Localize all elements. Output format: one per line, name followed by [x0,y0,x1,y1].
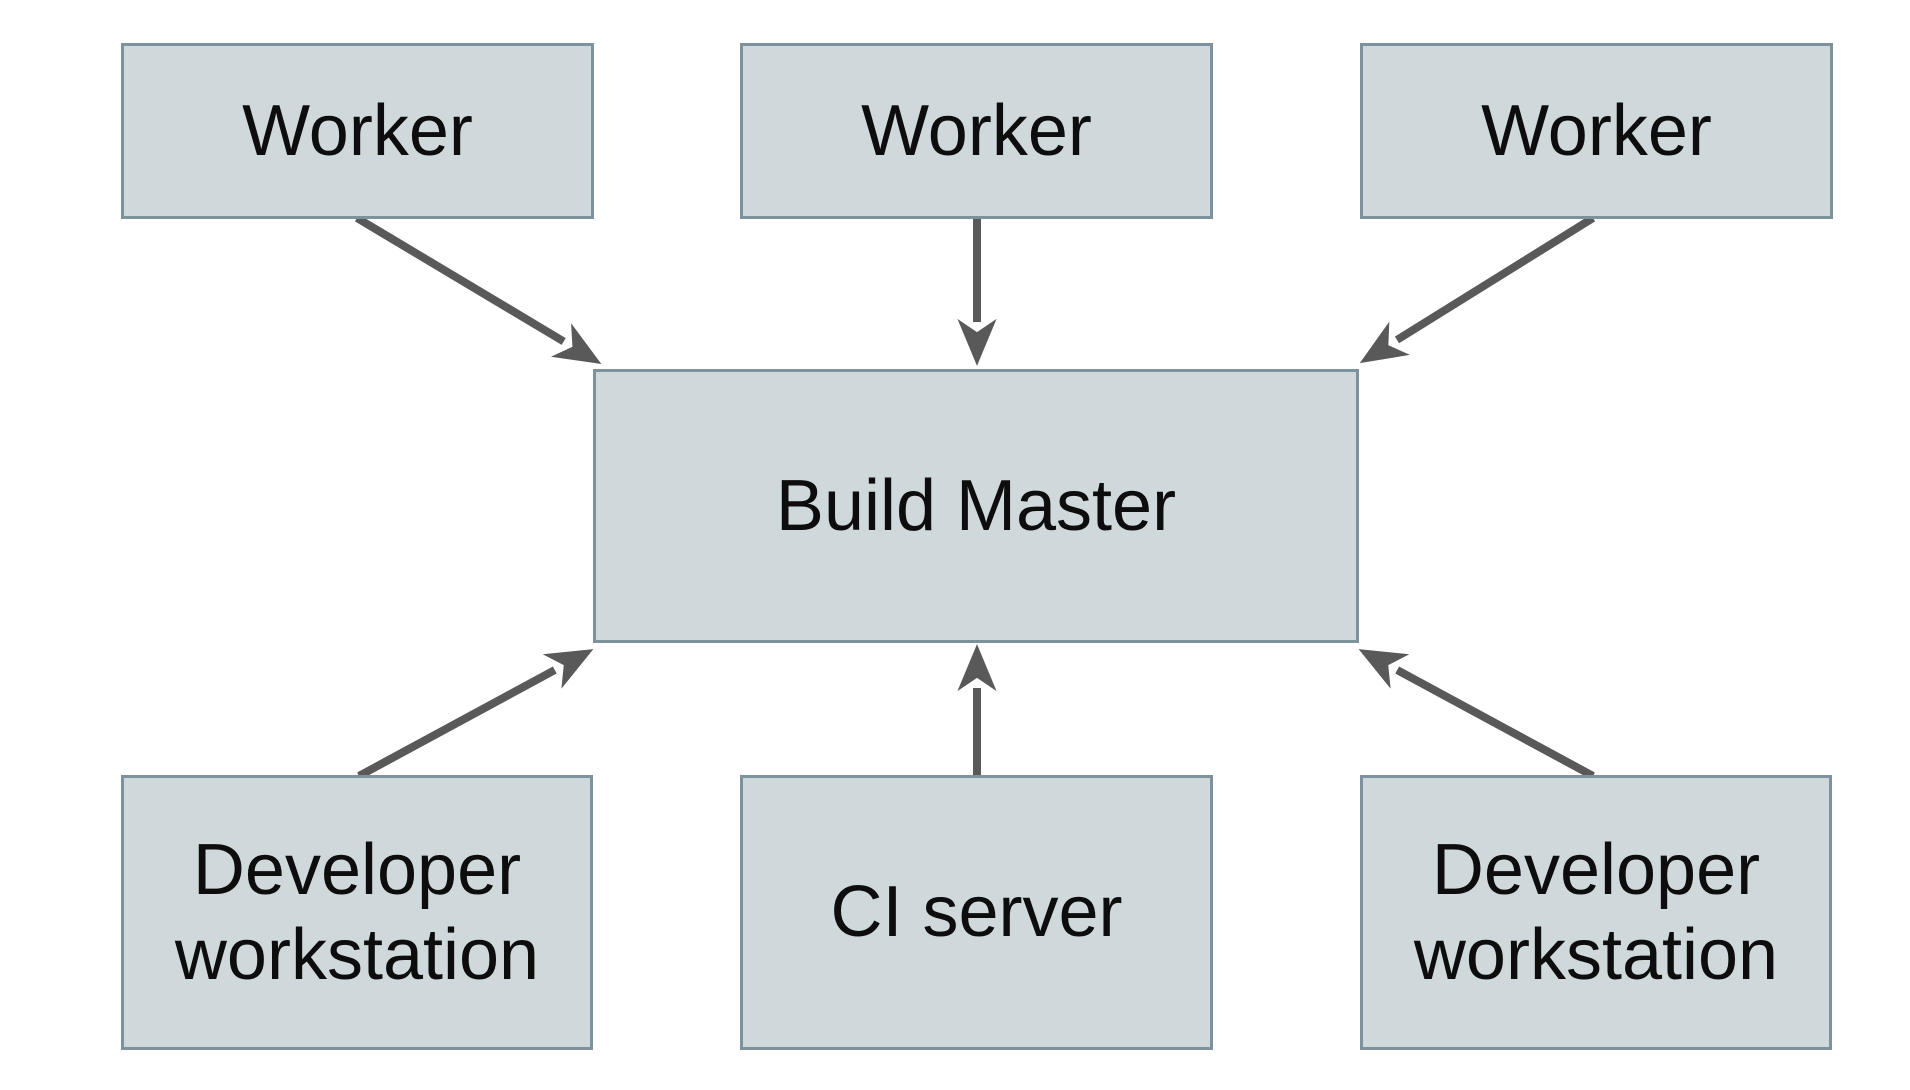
node-worker-right: Worker [1360,43,1833,219]
node-worker-left: Worker [121,43,594,219]
node-build-master: Build Master [593,369,1359,643]
node-developer-workstation-left: Developer workstation [121,775,593,1050]
arrow-dev-workstation-left-to-build-master [357,649,594,780]
node-worker-right-label: Worker [1481,90,1712,171]
node-ci-server-label: CI server [830,872,1123,953]
node-build-master-label: Build Master [775,465,1177,546]
node-developer-workstation-right: Developer workstation [1360,775,1832,1050]
arrow-worker-right-to-build-master [1359,214,1596,364]
node-ci-server: CI server [740,775,1213,1050]
node-worker-center-label: Worker [861,90,1092,171]
node-worker-left-label: Worker [242,90,473,171]
node-worker-center: Worker [740,43,1213,219]
arrow-worker-left-to-build-master [354,214,602,364]
arrow-dev-workstation-right-to-build-master [1358,649,1595,780]
node-developer-workstation-left-label: Developer workstation [174,829,540,995]
node-developer-workstation-right-label: Developer workstation [1413,829,1779,995]
